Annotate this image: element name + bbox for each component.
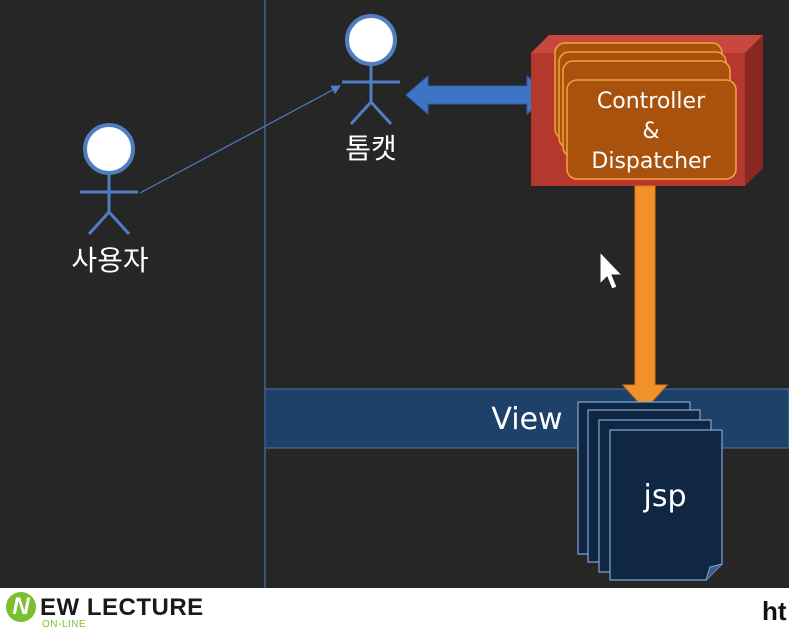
controller-to-view-arrow bbox=[621, 185, 669, 410]
footer-bar: N EW LECTURE ON-LINE ht bbox=[0, 588, 789, 631]
tomcat-actor-label: 톰캣 bbox=[345, 132, 397, 165]
controller-box: Controller & Dispatcher bbox=[531, 35, 763, 186]
jsp-page-stack: jsp bbox=[577, 401, 723, 581]
tomcat-actor bbox=[342, 14, 400, 126]
controller-label-line2: & bbox=[642, 119, 659, 144]
tomcat-actor-head bbox=[345, 14, 397, 66]
logo-text: EW LECTURE bbox=[40, 594, 204, 621]
architecture-diagram: View 사용자 톰캣 Controller & Dispatcher bbox=[71, 0, 789, 588]
request-arrow bbox=[139, 85, 342, 194]
mouse-cursor-icon bbox=[599, 250, 624, 290]
controller-card-stack bbox=[554, 42, 737, 180]
new-lecture-logo-icon: N bbox=[6, 592, 36, 622]
user-actor-label: 사용자 bbox=[71, 244, 148, 277]
view-label: View bbox=[491, 402, 562, 437]
footer-url-fragment: ht bbox=[762, 596, 787, 626]
controller-label-line1: Controller bbox=[597, 89, 706, 114]
user-actor-head bbox=[83, 123, 135, 175]
controller-label-line3: Dispatcher bbox=[591, 149, 711, 174]
jsp-label: jsp bbox=[642, 479, 686, 514]
diagram-canvas: View 사용자 톰캣 Controller & Dispatcher bbox=[71, 0, 789, 588]
user-actor bbox=[80, 123, 138, 236]
tomcat-controller-double-arrow bbox=[405, 74, 550, 116]
logo-subtext: ON-LINE bbox=[42, 619, 87, 630]
